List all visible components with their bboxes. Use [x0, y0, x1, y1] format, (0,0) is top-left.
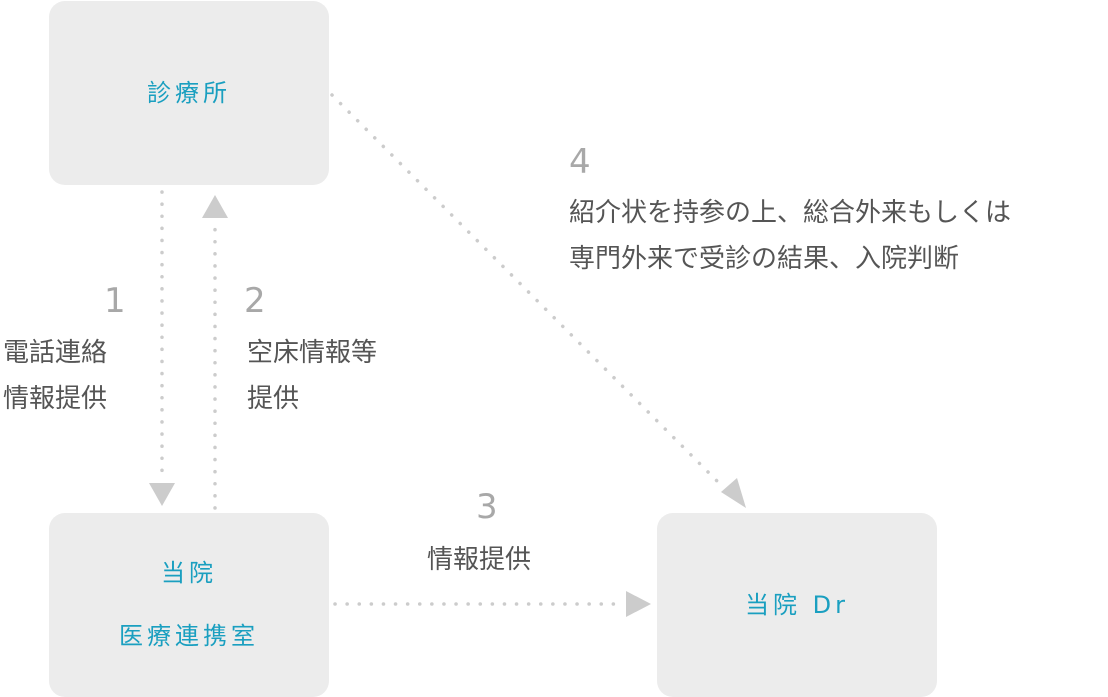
step-1-label: 電話連絡 情報提供: [3, 330, 107, 422]
step-3-number: 3: [476, 487, 498, 527]
node-liaison-line1: 当院: [161, 559, 217, 588]
arrow-4-line: [330, 93, 726, 490]
step-1-label-line1: 電話連絡: [3, 338, 108, 368]
step-1-label-line2: 情報提供: [3, 384, 108, 414]
node-doctor: 当院 Dr: [657, 513, 937, 697]
step-4-number: 4: [569, 142, 591, 182]
step-2-label-line2: 提供: [247, 384, 300, 414]
step-2-label-line1: 空床情報等: [247, 338, 378, 368]
node-clinic: 診療所: [49, 1, 329, 185]
step-2-number: 2: [244, 281, 266, 321]
step-2-label: 空床情報等 提供: [247, 330, 377, 422]
step-4-label-line2: 専門外来で受診の結果、入院判断: [569, 244, 960, 274]
arrow-3-head: [626, 591, 651, 617]
node-clinic-label: 診療所: [147, 78, 231, 107]
arrow-1-head: [149, 483, 175, 506]
step-4-label-line1: 紹介状を持参の上、総合外来もしくは: [569, 198, 1012, 228]
arrow-4-head: [721, 478, 746, 508]
step-3-label: 情報提供: [427, 537, 531, 583]
step-1-number: 1: [104, 281, 126, 321]
step-4-label: 紹介状を持参の上、総合外来もしくは 専門外来で受診の結果、入院判断: [569, 190, 1011, 282]
arrow-2-head: [202, 195, 228, 218]
node-doctor-label: 当院 Dr: [745, 590, 849, 619]
step-3-label-line1: 情報提供: [427, 545, 532, 575]
node-liaison-line2: 医療連携室: [119, 622, 259, 650]
node-liaison-office: 当院 医療連携室: [49, 513, 329, 697]
